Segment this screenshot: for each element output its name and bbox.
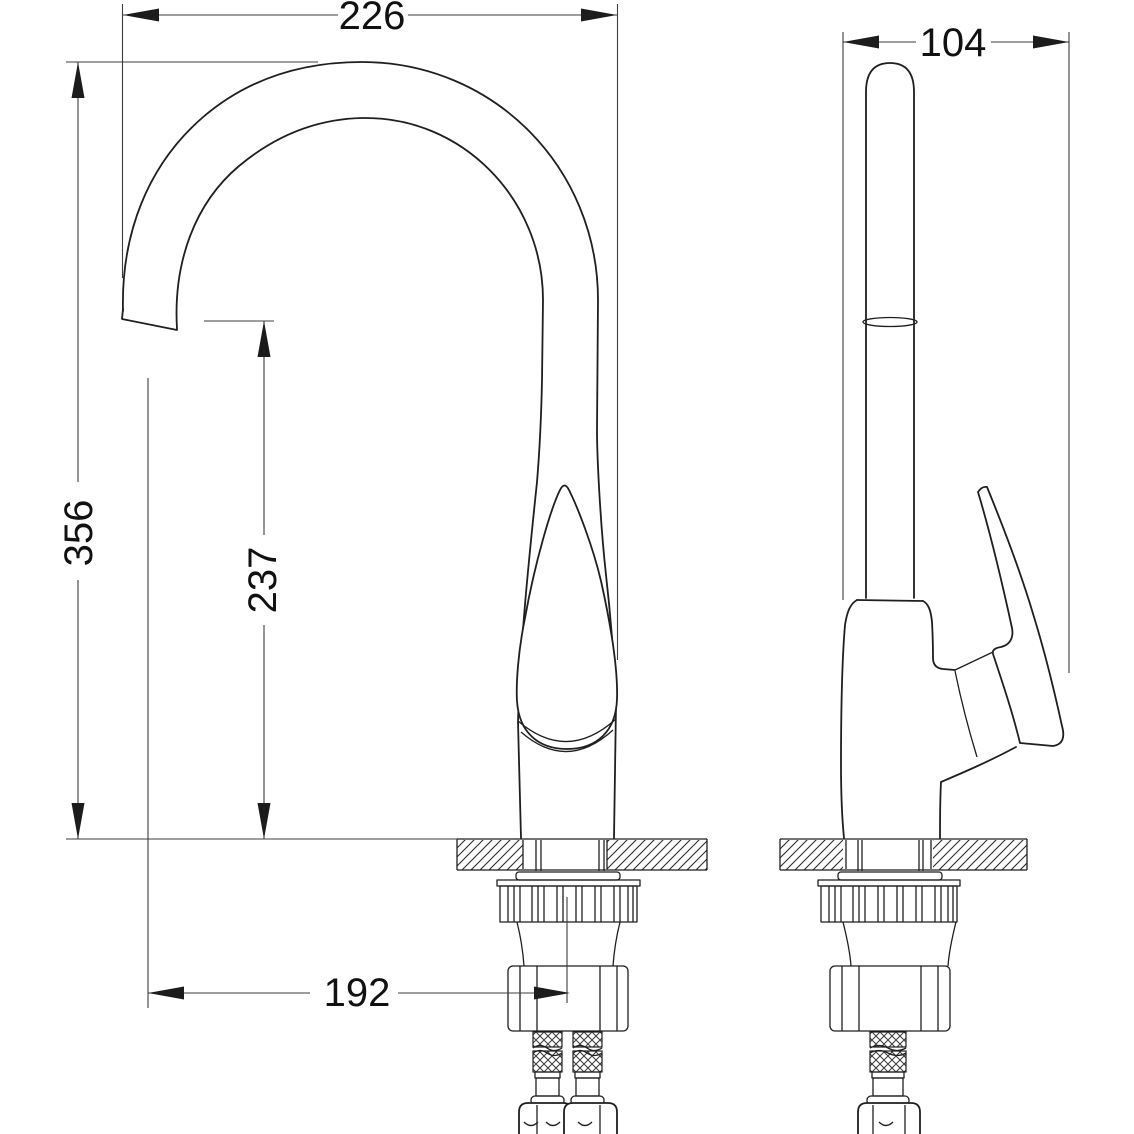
spout-outlet [121, 308, 178, 331]
hex-nut-right [563, 1102, 618, 1134]
hose-left-ferrule [535, 1077, 560, 1097]
knurled-nut2 [820, 885, 958, 923]
dim-label-spout-tip-to-axis: 192 [324, 971, 391, 1015]
mounting-washer [515, 871, 621, 881]
hose-braid-waves2 [869, 1044, 907, 1057]
hex-nut-details2 [872, 1105, 906, 1134]
hose-right-braid-upper [572, 1031, 603, 1048]
countertop-section2 [779, 838, 1028, 871]
dim-label-overall-height: 356 [57, 500, 101, 567]
mounting-washer2 [837, 871, 943, 881]
hose-left-ferrule-band [534, 1071, 561, 1079]
handle-joint [954, 651, 994, 758]
body-under-handle [939, 746, 1017, 839]
connection-nut [507, 965, 629, 1032]
hex-nut-details [523, 1105, 601, 1134]
hose-braid-waves [532, 1044, 603, 1057]
profile-view [779, 62, 1065, 1134]
countertop-hatch-left2 [780, 840, 843, 870]
spout-column [865, 62, 915, 599]
lever-handle-front [515, 484, 618, 750]
body-right-shoulder [922, 600, 956, 671]
countertop-hatch-right2 [933, 840, 1027, 870]
hose-braid-upper2 [869, 1031, 907, 1048]
hose-ferrule-band2 [871, 1071, 905, 1079]
hose-right-ferrule-band [574, 1071, 601, 1079]
countertop-section [456, 838, 708, 871]
connection-nut2 [829, 965, 951, 1032]
hose-right-braid-lower [572, 1050, 603, 1073]
extension-lines [66, 4, 1070, 1008]
mounting-shank2 [857, 840, 924, 871]
body-left-edge [840, 599, 858, 839]
hose-ferrule2 [872, 1077, 904, 1097]
knurl-lines [507, 886, 634, 922]
countertop-hatch-right [607, 840, 707, 870]
dim-label-spout-outlet-height: 237 [241, 547, 285, 614]
dimension-annotations: 226 104 356 237 192 [57, 0, 1070, 1015]
knurl-lines2 [828, 886, 954, 922]
shank-taper2 [842, 921, 957, 967]
hose-left-braid-lower [532, 1050, 563, 1073]
hose-right-ferrule [575, 1077, 600, 1097]
spout-inner-profile [175, 117, 544, 839]
body-shoulder-top [856, 599, 924, 602]
spout-outlet-seam [862, 316, 918, 328]
connection-nut-facets2 [841, 966, 939, 1031]
side-view [121, 61, 708, 1134]
hex-nut2 [857, 1102, 921, 1134]
knurled-nut [499, 885, 638, 923]
shank-taper [516, 921, 621, 967]
spout-outer-profile [122, 61, 617, 839]
lever-handle-profile [977, 485, 1065, 747]
handle-collar [517, 718, 617, 753]
dim-label-body-depth: 104 [920, 21, 987, 65]
hose-braid-lower2 [869, 1050, 907, 1073]
countertop-hatch-left [457, 840, 523, 870]
knurled-nut-flange2 [817, 879, 961, 887]
mounting-shank [535, 840, 605, 871]
knurled-nut-flange [496, 879, 641, 887]
hose-left-braid-upper [532, 1031, 563, 1048]
dim-label-spout-reach: 226 [339, 0, 406, 38]
